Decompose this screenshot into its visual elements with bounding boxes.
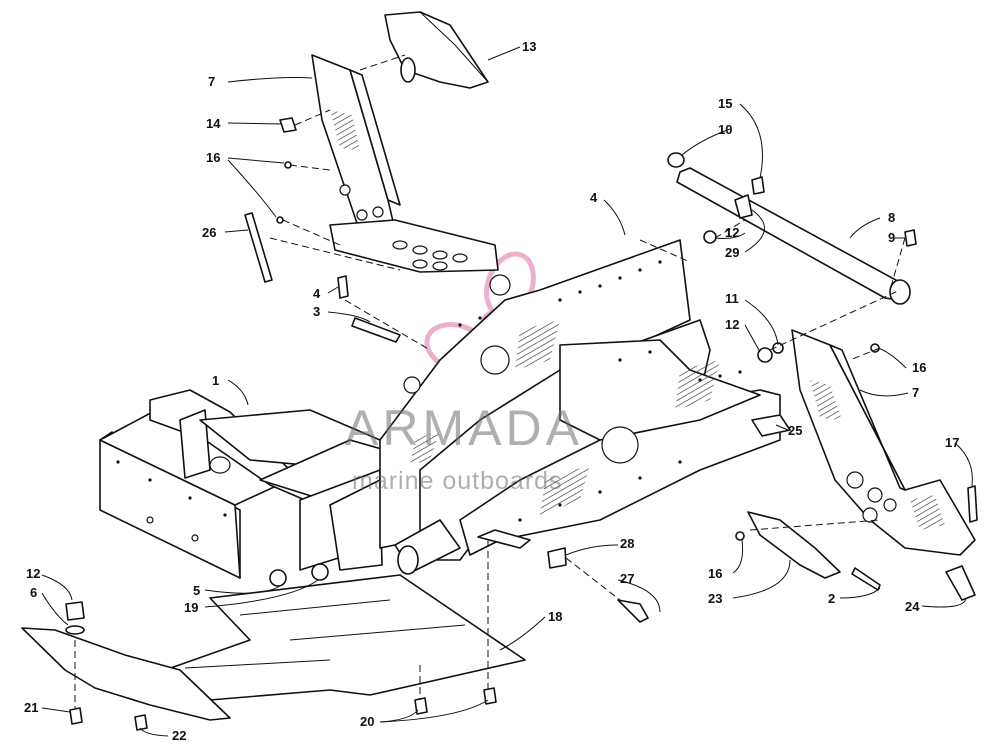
callout-2: 2 [828,591,836,606]
callout-19: 19 [184,600,199,615]
leader-lines [41,46,973,737]
callout-24: 24 [905,599,920,614]
callout-15: 15 [718,96,733,111]
callout-7-lower: 7 [912,385,920,400]
callout-18: 18 [548,609,563,624]
callout-23: 23 [708,591,723,606]
callout-8: 8 [888,210,896,225]
hardware [65,117,978,731]
brackets [477,414,976,601]
front-bumper-skid [21,627,231,721]
callout-16-upper: 16 [206,150,221,165]
callout-6: 6 [30,585,38,600]
callout-28: 28 [620,536,635,551]
steering-tube [667,152,911,305]
callout-20: 20 [360,714,375,729]
callout-12-lower: 12 [26,566,41,581]
callout-4-left: 4 [313,286,321,301]
callout-22: 22 [172,728,187,743]
callout-7-upper: 7 [208,74,216,89]
callout-29: 29 [725,245,740,260]
callout-12-upper: 12 [725,225,740,240]
callout-10: 10 [718,122,733,137]
callout-12-middle: 12 [725,317,740,332]
callout-11: 11 [725,291,739,306]
main-frame [99,239,781,585]
callout-13: 13 [522,39,537,54]
callout-4-right: 4 [590,190,598,205]
callout-16-right: 16 [912,360,927,375]
callout-27: 27 [620,571,635,586]
callout-26: 26 [202,225,217,240]
callout-5: 5 [193,583,201,598]
callout-21: 21 [24,700,39,715]
callout-1: 1 [212,373,220,388]
callout-14: 14 [206,116,221,131]
watermark-brand-text: ARMADA [345,400,583,456]
steering-post-lower [791,329,976,556]
callout-17: 17 [945,435,960,450]
callout-3: 3 [313,304,321,319]
watermark-tagline-text: marine outboards [352,467,563,495]
callout-9: 9 [888,230,896,245]
assembly-lines [74,54,906,708]
rivet-dots [116,260,742,522]
belly-pan [164,574,526,701]
callout-25: 25 [788,423,803,438]
steering-post-upper [311,11,499,273]
callout-16-lower: 16 [708,566,723,581]
